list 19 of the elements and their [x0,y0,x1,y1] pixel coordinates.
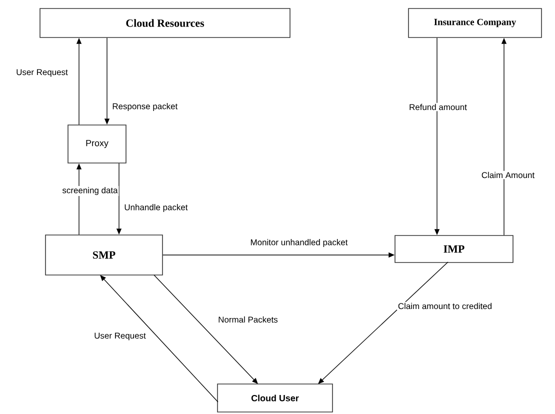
edge-label: Claim Amount [480,170,536,180]
arrow [100,275,218,402]
process-box: Cloud Resources [40,8,290,38]
edge-label: Monitor unhandled packet [249,238,349,248]
arrow [318,262,448,384]
edge-label: User Request [93,332,147,342]
arrow [154,274,258,384]
edge-label: Refund amount [408,102,468,112]
process-box: SMP [45,234,163,276]
edge-label: screening data [61,186,119,196]
process-box: Cloud User [217,384,333,412]
edge-label: Normal Packets [217,315,279,324]
edge-label: User Request [15,68,69,78]
process-box: Insurance Company [408,8,542,38]
edge-label: Response packet [111,102,179,112]
process-box: IMP [394,235,514,263]
process-box: Proxy [68,124,126,164]
edge-label: Unhandle packet [123,203,189,213]
edge-label: Claim amount to credited [396,302,494,310]
